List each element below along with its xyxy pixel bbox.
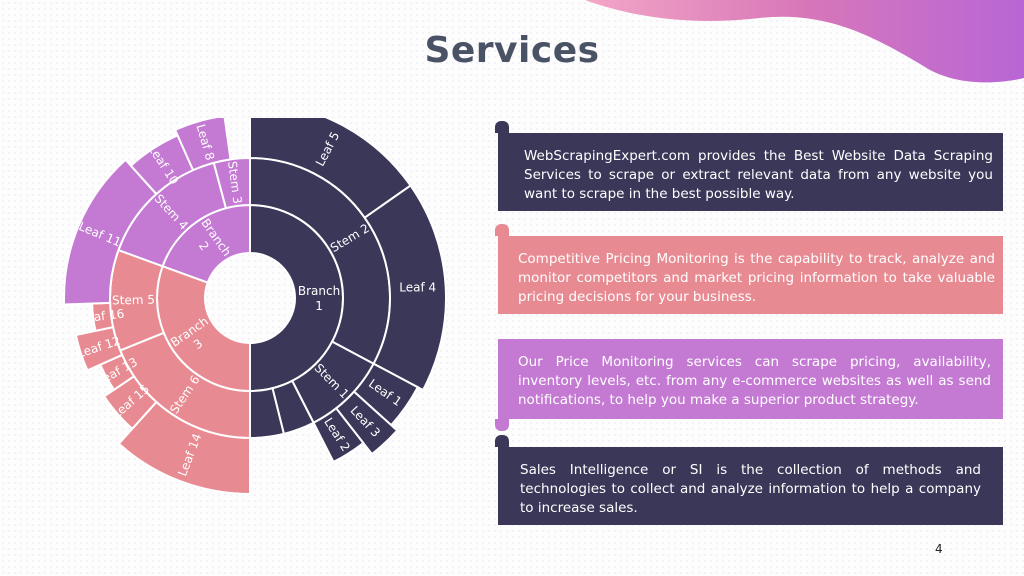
page-number: 4 [935, 542, 943, 556]
header-wave-decoration [585, 0, 1024, 83]
service-box-3-text: Our Price Monitoring services can scrape… [518, 354, 991, 408]
leaf-segment-10 [63, 158, 158, 306]
stem-label-5: Stem 5 [112, 293, 155, 308]
leaf-label-9: Leaf 16 [79, 306, 125, 325]
service-box-1-text: WebScrapingExpert.com provides the Best … [524, 148, 993, 202]
service-box-4-text: Sales Intelligence or SI is the collecti… [520, 462, 981, 516]
leaf-segment-12 [173, 118, 232, 172]
leaf-segment-5 [117, 400, 251, 496]
service-box-3: Our Price Monitoring services can scrape… [495, 339, 1003, 431]
page-title: Services [424, 30, 600, 71]
service-box-1: WebScrapingExpert.com provides the Best … [495, 121, 1003, 211]
leaf-segment-1 [363, 184, 447, 392]
stem-label-7: Stem 3 [225, 160, 244, 204]
service-box-4: Sales Intelligence or SI is the collecti… [495, 435, 1003, 525]
service-box-2: Competitive Pricing Monitoring is the ca… [495, 224, 1003, 314]
service-box-2-text: Competitive Pricing Monitoring is the ca… [518, 251, 995, 305]
leaf-label-1: Leaf 4 [399, 281, 436, 295]
leaf-segment-4 [312, 406, 365, 464]
